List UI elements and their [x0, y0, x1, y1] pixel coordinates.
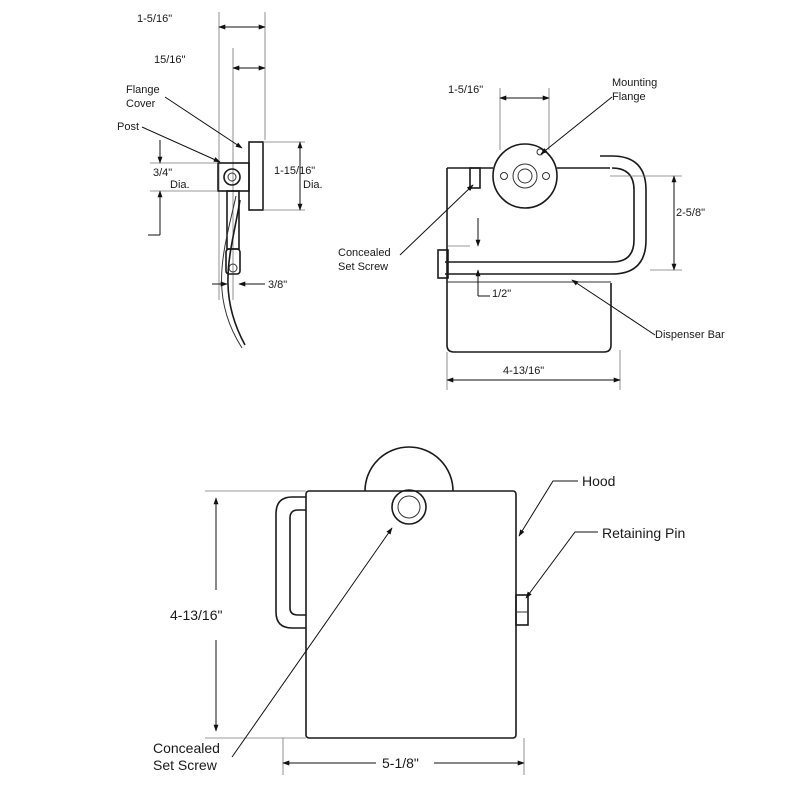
- dim-bar-dia: 3/8": [268, 279, 287, 291]
- flange-cover-shape: [248, 141, 264, 211]
- label-concealed-set-screw-front-line1: Concealed: [153, 740, 220, 756]
- label-flange-cover-line1: Flange: [126, 84, 160, 96]
- set-screw-shape: [391, 489, 427, 525]
- label-dispenser-bar: Dispenser Bar: [655, 329, 725, 341]
- dim-overall-width: 4-13/16": [503, 365, 544, 377]
- hood-shape: [305, 490, 517, 739]
- side-view: 1-5/16" 15/16" Flange Cover Post 3/4" Di…: [117, 12, 323, 349]
- label-retaining-pin: Retaining Pin: [602, 525, 685, 541]
- label-post: Post: [117, 121, 139, 133]
- label-concealed-set-screw-front-line2: Set Screw: [153, 757, 218, 773]
- label-concealed-set-screw-top-line1: Concealed: [338, 247, 391, 259]
- post-shape: [217, 162, 250, 192]
- dim-front-width: 5-1/8": [382, 755, 419, 771]
- dim-bar-projection: 2-5/8": [676, 207, 705, 219]
- retaining-pin-shape: [515, 594, 529, 626]
- top-view: 1-5/16" Mounting Flange Concealed Set Sc…: [338, 77, 725, 390]
- dispenser-bar-shape: [445, 167, 635, 263]
- label-concealed-set-screw-top-line2: Set Screw: [338, 261, 388, 273]
- front-view: Hood Retaining Pin 4-13/16" Concealed Se…: [153, 446, 685, 775]
- dim-bar-offset: 1/2": [492, 288, 511, 300]
- label-mounting-flange-line1: Mounting: [612, 77, 657, 89]
- dim-flange-width: 1-5/16": [448, 84, 483, 96]
- dim-post-depth: 15/16": [154, 54, 186, 66]
- dim-overall-depth: 1-5/16": [137, 13, 172, 25]
- dim-front-height: 4-13/16": [170, 607, 222, 623]
- label-flange-cover-line2: Cover: [126, 98, 156, 110]
- dim-post-dia: 3/4": [153, 167, 172, 179]
- label-hood: Hood: [582, 473, 615, 489]
- dim-flange-dia-suffix: Dia.: [303, 179, 323, 191]
- hood-edge-shape: [227, 199, 246, 346]
- label-mounting-flange-line2: Flange: [612, 91, 646, 103]
- dim-post-dia-suffix: Dia.: [170, 179, 190, 191]
- mounting-flange-shape: [492, 143, 558, 209]
- dim-flange-dia: 1-15/16": [274, 165, 315, 177]
